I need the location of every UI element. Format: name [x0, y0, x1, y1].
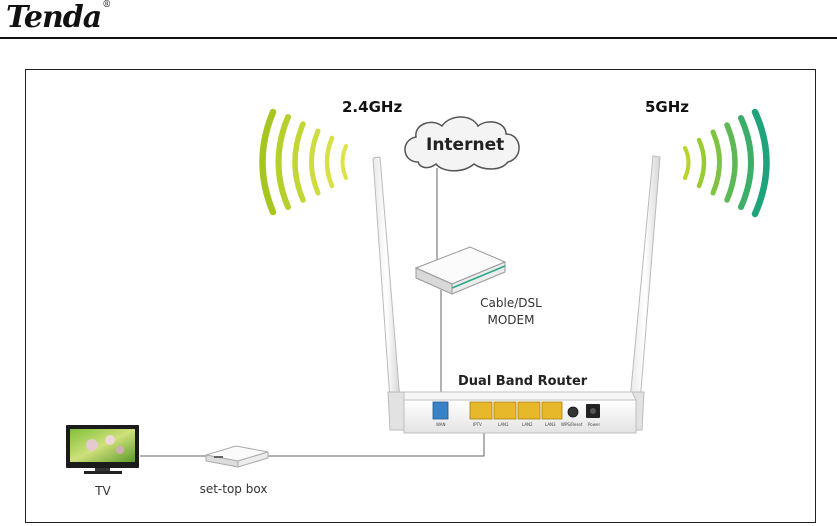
tv-label: TV [78, 484, 128, 498]
wifi-waves-right [685, 112, 767, 214]
port-label-wps-reset: WPS/Reset [561, 422, 582, 427]
antenna-right [626, 156, 660, 430]
port-label-iptv: IPTV [473, 422, 482, 427]
lan1-port [494, 402, 516, 419]
lan3-port [542, 402, 562, 419]
tv-device [66, 425, 139, 474]
wps-reset-button [568, 407, 578, 417]
port-label-wan: WAN [436, 422, 445, 427]
modem-label-line2: MODEM [466, 313, 556, 327]
band-label-2-4ghz: 2.4GHz [342, 98, 402, 116]
wifi-waves-left [263, 112, 347, 212]
modem-label-line1: Cable/DSL [466, 296, 556, 310]
lan2-port [518, 402, 540, 419]
band-label-5ghz: 5GHz [645, 98, 689, 116]
wan-port [433, 402, 448, 419]
port-label-lan3: LAN3 [545, 422, 556, 427]
iptv-port [470, 402, 492, 419]
set-top-box-device [206, 446, 268, 467]
set-top-box-label: set-top box [186, 482, 281, 496]
antenna-left [373, 157, 406, 430]
modem-device [416, 247, 505, 294]
port-label-lan2: LAN2 [522, 422, 533, 427]
router-title: Dual Band Router [458, 374, 587, 389]
port-label-lan1: LAN1 [498, 422, 509, 427]
port-label-power: Power [588, 422, 600, 427]
internet-label: Internet [426, 135, 504, 155]
